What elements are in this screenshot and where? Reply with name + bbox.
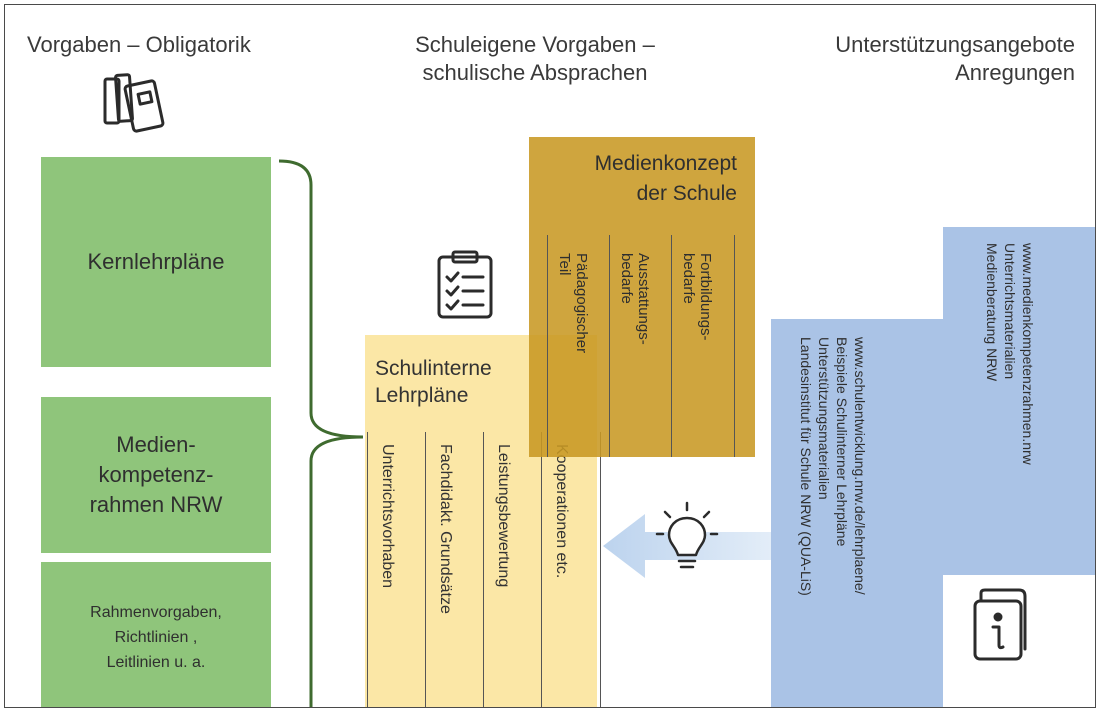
diagram-frame: Vorgaben – Obligatorik Schuleigene Vorga…	[4, 4, 1096, 708]
schulentwicklung-line: Unterstützungsmaterialien	[816, 337, 832, 500]
medienkonzept-column: Fortbildungs- bedarfe	[671, 235, 735, 457]
schulintern-column-label: Leistungsbewertung	[495, 444, 512, 588]
header-vorgaben: Vorgaben – Obligatorik	[27, 32, 251, 57]
medienkonzept-column-label: Pädagogischer Teil	[556, 253, 590, 353]
header-schuleigene-line: Schuleigene Vorgaben –	[415, 32, 655, 57]
header-schuleigene-line: schulische Absprachen	[422, 60, 648, 85]
medienkonzept-column: Ausstattungs- bedarfe	[609, 235, 672, 457]
schulentwicklung-line: Beispiele Schulinterner Lehrpläne	[834, 337, 850, 547]
schulintern-column-label: Unterrichtsvorhaben	[379, 444, 396, 589]
kernlehrplaene-label: Kernlehrpläne	[87, 249, 225, 274]
medienkonzept-column-line: Pädagogischer	[573, 253, 590, 354]
clipboard-checklist-icon	[437, 250, 493, 319]
medienkonzept-column-line: Fortbildungs-	[697, 253, 714, 341]
curly-bracket	[278, 159, 364, 707]
header-unterstuetzung: Unterstützungsangebote Anregungen	[835, 31, 1075, 87]
panel-schulentwicklung: www.schulentwicklung.nrw.de/lehrplaene/ …	[771, 319, 943, 707]
medienkonzept-column-line: bedarfe	[680, 253, 697, 304]
schulentwicklung-line: Landesinstitut für Schule NRW (QUA-LiS)	[798, 337, 814, 596]
medienkompetenzrahmen-line: www.medienkompetenzrahmen.nrw	[1020, 243, 1036, 465]
medienkonzept-title: Medienkonzept der Schule	[595, 149, 737, 209]
medienkompetenzrahmen-line: Unterrichtsmaterialien	[1002, 243, 1018, 380]
medienkonzept-column-line: bedarfe	[618, 253, 635, 304]
box-medienkonzept: Medienkonzept der Schule Pädagogischer T…	[529, 137, 755, 457]
schulintern-column: Leistungsbewertung	[483, 432, 542, 707]
box-kernlehrplaene: Kernlehrpläne	[41, 157, 271, 367]
schulentwicklung-text: www.schulentwicklung.nrw.de/lehrplaene/ …	[797, 337, 869, 596]
schulintern-column: Fachdidakt. Grundsätze	[425, 432, 484, 707]
schulinterne-title-line: Schulinterne	[375, 357, 492, 380]
medienkompetenz-line: rahmen NRW	[89, 492, 223, 517]
box-schulinterne-lehrplaene: Schulinterne Lehrpläne Unterrichtsvorhab…	[365, 335, 601, 707]
schulintern-column: Unterrichtsvorhaben	[367, 432, 426, 707]
medienkompetenzrahmen-text: www.medienkompetenzrahmen.nrw Unterricht…	[983, 243, 1037, 465]
lightbulb-icon	[655, 501, 719, 569]
medienkompetenz-line: Medien-	[116, 432, 196, 457]
medienkompetenzrahmen-line: Medienberatung NRW	[984, 243, 1000, 382]
box-medienkompetenzrahmen: Medien- kompetenz- rahmen NRW	[41, 397, 271, 553]
rahmen-line: Richtlinien ,	[114, 628, 198, 646]
info-book-icon	[973, 588, 1027, 661]
rahmen-line: Leitlinien u. a.	[106, 653, 206, 671]
schulinterne-title-line: Lehrpläne	[375, 384, 469, 407]
medienkonzept-column: Pädagogischer Teil	[547, 235, 610, 457]
medienkonzept-title-line: Medienkonzept	[594, 152, 737, 175]
header-unterstuetzung-line: Anregungen	[955, 60, 1075, 85]
header-schuleigene: Schuleigene Vorgaben – schulische Abspra…	[365, 31, 705, 87]
medienkonzept-column-line: Teil	[556, 253, 573, 276]
schulintern-column: Kooperationen etc.	[541, 432, 601, 707]
header-unterstuetzung-line: Unterstützungsangebote	[835, 32, 1075, 57]
schulintern-column-label: Fachdidakt. Grundsätze	[437, 444, 454, 614]
medienkonzept-column-line: Ausstattungs-	[635, 253, 652, 345]
medienkonzept-column-label: Fortbildungs- bedarfe	[680, 253, 714, 341]
box-rahmenvorgaben: Rahmenvorgaben, Richtlinien , Leitlinien…	[41, 562, 271, 707]
medienkonzept-title-line: der Schule	[636, 182, 737, 205]
medienkonzept-column-label: Ausstattungs- bedarfe	[618, 253, 652, 345]
medienkompetenz-line: kompetenz-	[98, 462, 214, 487]
books-icon	[103, 73, 165, 133]
panel-medienkompetenzrahmen: www.medienkompetenzrahmen.nrw Unterricht…	[943, 227, 1095, 575]
schulintern-column-label: Kooperationen etc.	[553, 444, 570, 579]
schulinterne-title: Schulinterne Lehrpläne	[375, 355, 492, 409]
schulentwicklung-line: www.schulentwicklung.nrw.de/lehrplaene/	[852, 337, 868, 595]
rahmen-line: Rahmenvorgaben,	[90, 603, 222, 621]
